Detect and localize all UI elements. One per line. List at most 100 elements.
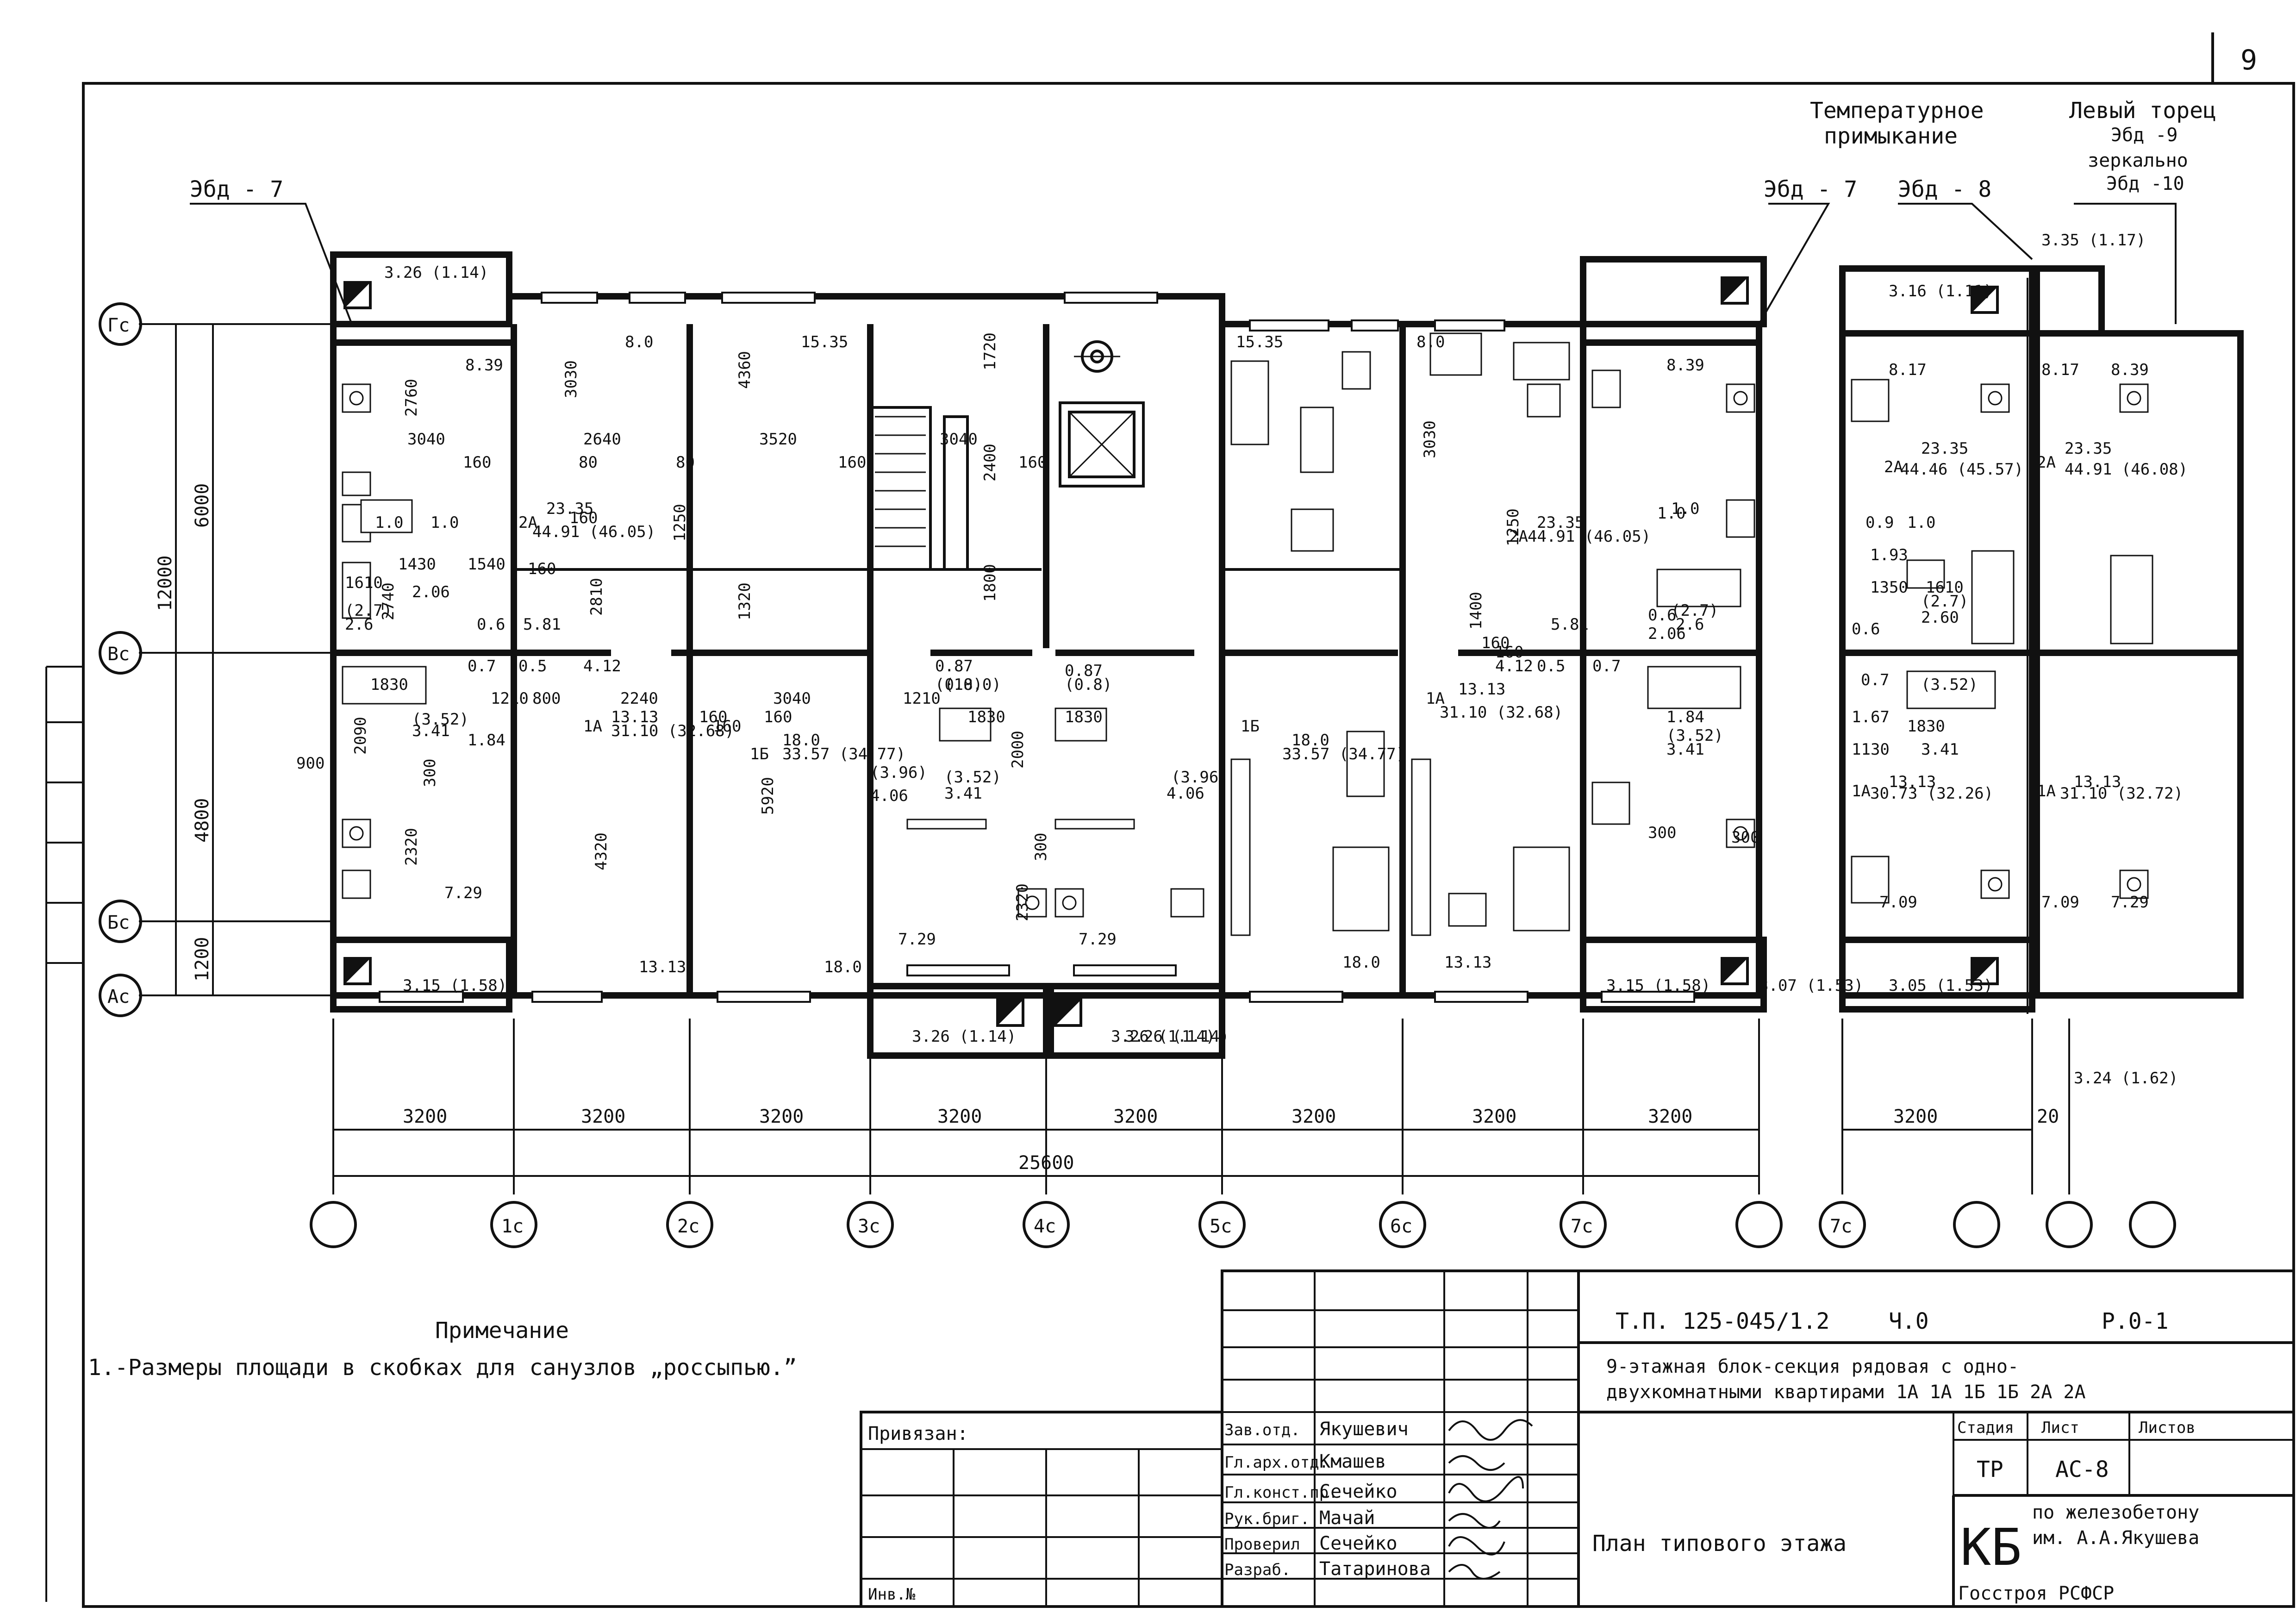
room-label: 0.6: [477, 615, 505, 634]
dim-12000: 12000: [155, 556, 176, 611]
room-label: 1830: [967, 708, 1005, 726]
room-label: 160: [1481, 634, 1510, 652]
column-axis-bubble: [310, 1201, 357, 1248]
room-label: 1610: [1926, 578, 1964, 597]
stage-value: ТР: [1977, 1457, 2003, 1482]
room-label: 3.26 (1.14): [1111, 1027, 1215, 1046]
room-label: 1210: [491, 689, 529, 708]
room-label: 1Б: [750, 745, 769, 763]
room-label: 3040: [940, 430, 978, 449]
column-axis-label: 2с: [677, 1216, 699, 1237]
room-label: 2.06: [1648, 625, 1686, 643]
room-label: 44.91 (46.05): [1528, 527, 1651, 546]
room-label: 31.10 (32.68): [1440, 703, 1563, 722]
dim-span: 3200: [759, 1106, 804, 1127]
org-line2: им. А.А.Якушева: [2032, 1527, 2199, 1549]
room-label: 1.84: [1666, 708, 1704, 726]
room-label: 160: [838, 453, 866, 472]
room-label: 7.09: [1879, 893, 1917, 912]
org-line3: Госстроя РСФСР: [1958, 1583, 2114, 1604]
room-label: 2.06: [412, 583, 450, 601]
column-axis-bubble: [1953, 1201, 2000, 1248]
room-label: 30.73 (32.26): [1870, 784, 1993, 803]
room-label: 18.0: [782, 731, 820, 750]
room-label: 3040: [773, 689, 811, 708]
dim-6000: 6000: [192, 483, 213, 528]
room-label: 18.0: [824, 958, 862, 976]
role: Гл.арх.отд.: [1224, 1453, 1329, 1472]
room-label: 2740: [379, 582, 398, 620]
left-end-line1: Левый торец: [2069, 98, 2216, 124]
room-label: 1130: [1852, 740, 1890, 759]
room-label: 1610: [345, 574, 383, 592]
role: Разраб.: [1224, 1561, 1291, 1579]
room-label: 2.60: [1921, 608, 1959, 627]
fixtures: [342, 332, 2153, 936]
column-axis-label: 7с: [1830, 1216, 1852, 1237]
room-label: 8.39: [465, 356, 503, 375]
role: Рук.бриг.: [1224, 1510, 1310, 1528]
room-label: 80: [676, 453, 695, 472]
room-label: 160: [528, 560, 556, 578]
person: Кмашев: [1319, 1451, 1386, 1472]
mirror-mark: Эбд -10: [2106, 173, 2184, 194]
room-label: (3.52): [1666, 726, 1723, 745]
room-label: 300: [1648, 824, 1676, 842]
dim-4800: 4800: [192, 798, 213, 843]
column-axis-bubble: [2046, 1201, 2093, 1248]
column-axis-bubble: [2129, 1201, 2176, 1248]
room-label: 5.81: [523, 615, 561, 634]
person: Мачай: [1319, 1507, 1375, 1529]
room-label: 4.12: [583, 657, 621, 675]
room-label: 1830: [1065, 708, 1103, 726]
room-label: 3.15 (1.58): [403, 976, 507, 995]
room-label: 0.87: [1065, 662, 1103, 680]
column-axis-bubble: 4с: [1023, 1201, 1070, 1248]
room-label: 3030: [562, 360, 580, 398]
note: Примечание 1.-Размеры площади в скобках …: [88, 1318, 797, 1381]
sheets-header: Листов: [2139, 1419, 2196, 1437]
room-label: 1.0: [1907, 513, 1935, 532]
column-axis-label: 1с: [501, 1216, 524, 1237]
room-label: 2A: [518, 513, 537, 532]
room-label: 7.29: [444, 884, 482, 902]
person: Татаринова: [1319, 1558, 1431, 1580]
column-axis-bubble: 3с: [847, 1201, 894, 1248]
room-label: 0.5: [518, 657, 547, 675]
room-label: (2.7): [345, 601, 392, 620]
room-label: 8.0: [1416, 333, 1445, 351]
room-label: 3.41: [944, 784, 982, 803]
mark-right-7: Эбд - 7: [1764, 176, 1857, 202]
room-label: (2.7): [1921, 592, 1968, 611]
project-code: Т.П. 125-045/1.2: [1616, 1308, 1829, 1334]
room-label: 2400: [981, 444, 999, 481]
temperature-junction-line1: Температурное: [1810, 98, 1984, 124]
room-label: 0.6: [1648, 606, 1676, 625]
room-label: 1.0: [1671, 500, 1699, 518]
right-block-walls: [1839, 265, 2244, 1014]
room-label: 4360: [736, 351, 754, 389]
room-label: 8.0: [625, 333, 653, 351]
room-label: 3.26 (1.14): [384, 263, 488, 282]
room-label: 3.07 (1.53): [1759, 976, 1863, 995]
row-axis-bubble: Гс: [99, 302, 142, 346]
room-label: 2A: [1884, 458, 1903, 476]
org-logo: КБ: [1960, 1518, 2021, 1577]
room-label: 0.5: [1537, 657, 1565, 675]
room-label: 3.26 (1.14): [1125, 1027, 1229, 1046]
room-label: 13.13: [1444, 953, 1491, 972]
room-label: 900: [296, 754, 324, 773]
room-label: 7.29: [898, 930, 936, 949]
column-axis-bubble: 2с: [666, 1201, 713, 1248]
room-label: (0.8): [1065, 675, 1112, 694]
room-label: 13.13: [1889, 773, 1936, 791]
bound-label: Привязан:: [868, 1423, 968, 1444]
room-label: 1А: [1426, 689, 1445, 708]
room-label: 2760: [402, 379, 421, 417]
note-title: Примечание: [435, 1318, 569, 1344]
column-axis-label: 5с: [1210, 1216, 1232, 1237]
room-label: 2A: [1509, 527, 1528, 546]
dim-span: 20: [2037, 1106, 2059, 1127]
room-label: 2090: [351, 717, 370, 755]
